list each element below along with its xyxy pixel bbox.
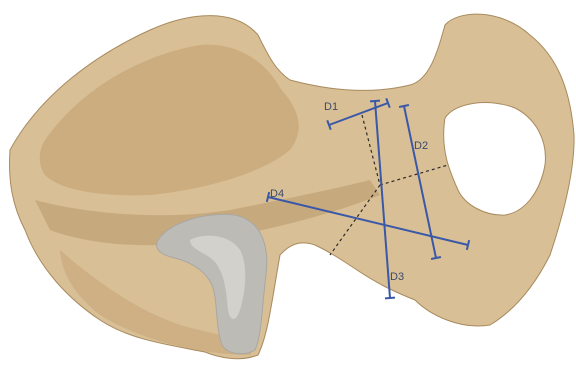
- label-d1: D1: [324, 101, 338, 113]
- label-d3: D3: [390, 271, 404, 283]
- label-d2: D2: [414, 140, 428, 152]
- measure-line-d3-cap-end: [385, 298, 395, 299]
- label-d4: D4: [270, 188, 284, 200]
- measure-line-d3-cap-start: [370, 101, 380, 102]
